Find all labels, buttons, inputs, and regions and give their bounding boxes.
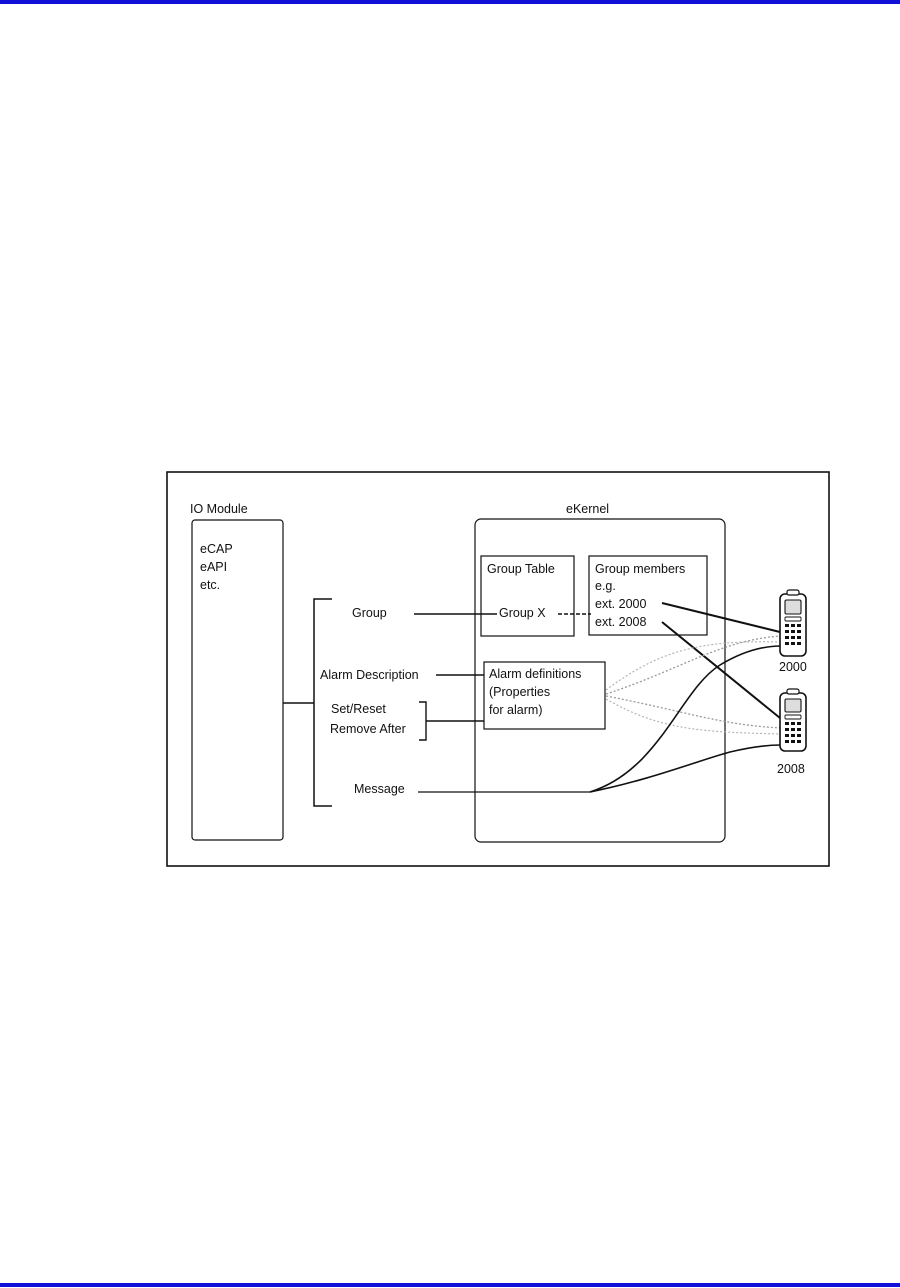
group-members-line-3: ext. 2000 bbox=[595, 597, 646, 611]
message-curve-2008 bbox=[589, 744, 782, 793]
alarm-definitions-line-2: (Properties bbox=[489, 685, 550, 699]
alarm-dotted-link-2008 bbox=[605, 695, 782, 729]
group-members-line-1: Group members bbox=[595, 562, 685, 576]
alarm-dotted-link-2000 bbox=[605, 635, 782, 695]
inputs-bracket bbox=[313, 598, 332, 807]
input-label-group: Group bbox=[352, 606, 387, 620]
group-members-line-2: e.g. bbox=[595, 579, 616, 593]
group-members-line-4: ext. 2008 bbox=[595, 615, 646, 629]
alarm-definitions-line-3: for alarm) bbox=[489, 703, 542, 717]
connector-ext2000-to-device-2000 bbox=[661, 602, 781, 633]
input-label-alarm-description: Alarm Description bbox=[320, 668, 419, 682]
device-label-2008: 2008 bbox=[777, 762, 805, 776]
group-table-entry: Group X bbox=[499, 606, 546, 620]
io-module-line-eapi: eAPI bbox=[200, 560, 227, 574]
message-curve-2000 bbox=[589, 645, 782, 793]
alarm-definitions-line-1: Alarm definitions bbox=[489, 667, 581, 681]
handset-icon bbox=[779, 688, 807, 752]
io-module-line-etc: etc. bbox=[200, 578, 220, 592]
group-table-box bbox=[480, 555, 575, 637]
input-label-remove-after: Remove After bbox=[330, 722, 406, 736]
set-reset-bracket bbox=[419, 701, 427, 741]
ekernel-box bbox=[474, 518, 726, 843]
top-page-rule bbox=[0, 0, 900, 4]
io-module-title: IO Module bbox=[190, 502, 248, 516]
input-label-set-reset: Set/Reset bbox=[331, 702, 386, 716]
input-label-message: Message bbox=[354, 782, 405, 796]
handset-icon bbox=[779, 589, 807, 657]
group-members-box bbox=[588, 555, 708, 636]
io-module-line-ecap: eCAP bbox=[200, 542, 233, 556]
connector-ext2008-to-device-2008 bbox=[661, 621, 781, 719]
diagram-frame bbox=[166, 471, 830, 867]
alarm-definitions-box bbox=[483, 661, 606, 730]
io-module-box bbox=[191, 519, 284, 841]
alarm-dotted-link-cross-b bbox=[605, 698, 782, 735]
bottom-page-rule bbox=[0, 1283, 900, 1287]
ekernel-title: eKernel bbox=[566, 502, 609, 516]
device-label-2000: 2000 bbox=[779, 660, 807, 674]
group-table-title: Group Table bbox=[487, 562, 555, 576]
